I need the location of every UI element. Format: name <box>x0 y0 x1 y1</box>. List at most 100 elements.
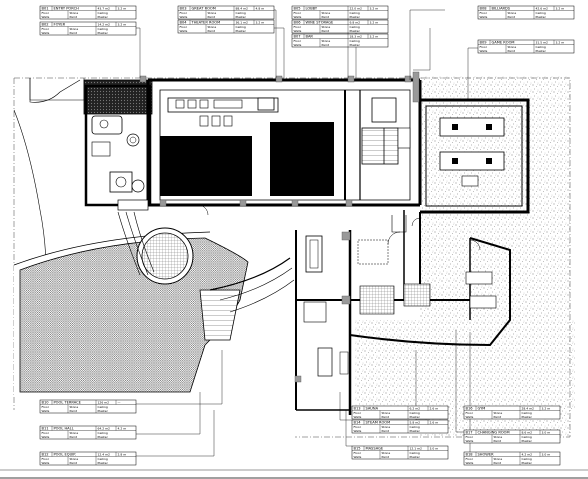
room-code: B05 <box>294 7 301 11</box>
room-height: — <box>118 401 121 405</box>
room-area: 6.2 m2 <box>410 407 421 411</box>
field-label: Ceiling <box>522 411 532 415</box>
field-label: Floor <box>466 457 474 461</box>
field-value: Stone <box>70 27 79 31</box>
room-height: 4.8 m <box>256 7 265 11</box>
field-value: Stone <box>208 11 217 15</box>
furniture-block-right <box>270 122 334 196</box>
field-label: Floor <box>294 11 302 15</box>
field-value: Paint <box>70 409 78 413</box>
lounge-furniture <box>91 115 149 211</box>
field-label: Floor <box>480 45 488 49</box>
field-value: Paint <box>494 415 502 419</box>
field-value: Paint <box>382 429 390 433</box>
field-value: Stone <box>494 457 503 461</box>
field-label: Walls <box>294 29 302 33</box>
room-height: 3.2 m <box>542 407 551 411</box>
room-name: POOL EQUIP. <box>54 453 77 457</box>
field-value: Paint <box>494 461 502 465</box>
field-label: Floor <box>42 431 50 435</box>
field-label: Ceiling <box>410 425 420 429</box>
field-value: Plaster <box>350 29 361 33</box>
field-value: Stone <box>494 435 503 439</box>
room-height: 2.6 m <box>430 407 439 411</box>
field-value: Plaster <box>536 49 547 53</box>
field-value: Plaster <box>98 15 109 19</box>
field-value: Paint <box>494 439 502 443</box>
room-area: 22.0 m2 <box>350 7 363 11</box>
room-area: 14.2 m2 <box>98 23 111 27</box>
room-height: 3.2 m <box>370 7 379 11</box>
room-area: 9.8 m2 <box>350 21 361 25</box>
field-value: Plaster <box>410 455 421 459</box>
field-label: Floor <box>42 405 50 409</box>
field-value: Stone <box>322 25 331 29</box>
field-label: Ceiling <box>350 25 360 29</box>
room-area: 12.1 m2 <box>410 447 423 451</box>
field-label: Floor <box>466 435 474 439</box>
field-value: Paint <box>70 435 78 439</box>
spa-rooms <box>303 215 497 377</box>
field-label: Ceiling <box>236 25 246 29</box>
room-code: B17 <box>466 431 473 435</box>
room-height: 3.0 m <box>542 431 551 435</box>
field-value: Plaster <box>350 43 361 47</box>
field-label: Ceiling <box>98 405 108 409</box>
field-value: Paint <box>208 29 216 33</box>
field-value: Stone <box>70 431 79 435</box>
field-label: Floor <box>42 27 50 31</box>
field-label: Walls <box>480 49 488 53</box>
field-value: Plaster <box>98 435 109 439</box>
room-name: BAR <box>306 35 314 39</box>
field-label: Ceiling <box>98 457 108 461</box>
field-label: Walls <box>180 15 188 19</box>
door-swings <box>197 204 481 251</box>
room-height: 3.0 m <box>542 453 551 457</box>
room-area: 5.8 m2 <box>410 421 421 425</box>
room-name: THEATER ROOM <box>191 21 221 25</box>
field-value: Stone <box>70 457 79 461</box>
room-height: 3.2 m <box>118 23 127 27</box>
field-label: Walls <box>466 439 474 443</box>
field-value: Plaster <box>522 415 533 419</box>
field-label: Walls <box>294 15 302 19</box>
field-label: Ceiling <box>350 39 360 43</box>
room-code: B14 <box>354 421 362 425</box>
room-height: 3.2 m <box>556 41 565 45</box>
field-label: Ceiling <box>536 11 546 15</box>
field-label: Walls <box>354 455 362 459</box>
field-value: Stone <box>382 411 391 415</box>
room-name: SHOWER <box>478 453 495 457</box>
columns <box>139 71 420 383</box>
field-label: Walls <box>42 31 50 35</box>
room-name: LOBBY <box>306 7 318 11</box>
field-value: Plaster <box>522 461 533 465</box>
field-label: Walls <box>42 15 50 19</box>
field-label: Ceiling <box>98 11 108 15</box>
kitchen-counter <box>167 97 279 127</box>
room-name: GREAT ROOM <box>192 7 216 11</box>
field-value: Plaster <box>98 31 109 35</box>
field-label: Walls <box>180 29 188 33</box>
room-code: B10 <box>42 401 50 405</box>
field-value: Stone <box>508 45 517 49</box>
field-value: Stone <box>322 11 331 15</box>
room-area: 43.7 m2 <box>98 7 111 11</box>
field-label: Ceiling <box>536 45 546 49</box>
room-area: 18.3 m2 <box>350 35 363 39</box>
field-value: Paint <box>208 15 216 19</box>
stair-core <box>361 97 411 165</box>
field-value: Paint <box>70 31 78 35</box>
